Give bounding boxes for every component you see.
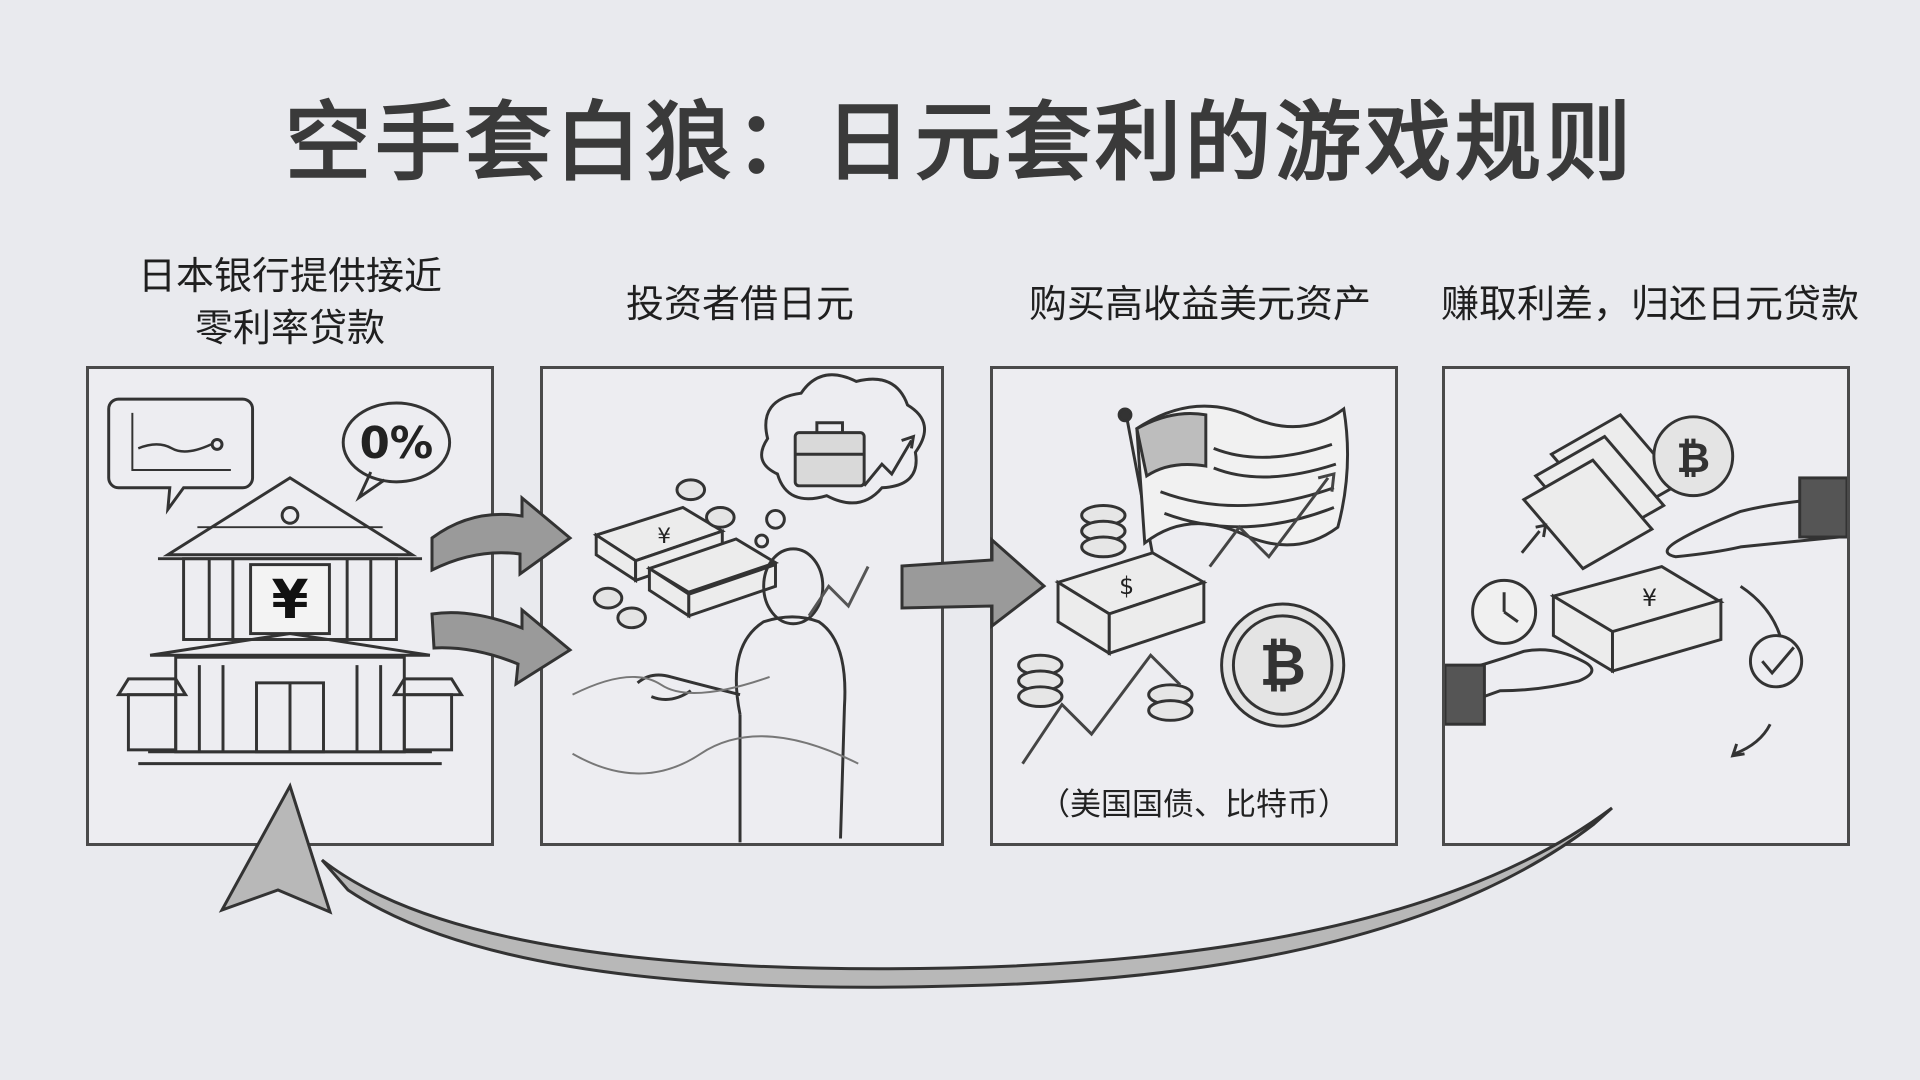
step-3-label: 购买高收益美元资产 bbox=[990, 278, 1410, 330]
bank-illustration: 0% ¥ bbox=[107, 397, 465, 766]
investor-illustration: ¥ bbox=[572, 373, 926, 843]
trend-arrow-icon bbox=[863, 439, 913, 487]
usd-assets-illustration: $ ₿ bbox=[1017, 404, 1350, 765]
svg-text:¥: ¥ bbox=[1642, 584, 1657, 612]
yen-sign: ¥ bbox=[271, 569, 308, 631]
bank-icon bbox=[115, 476, 465, 766]
money-stack-icon: ¥ bbox=[592, 505, 779, 619]
step-1-panel: 0% ¥ bbox=[86, 366, 494, 846]
repay-illustration: ¥ ₿ bbox=[1445, 412, 1847, 758]
zero-percent-badge: 0% bbox=[360, 419, 434, 469]
step-1-label-line-1: 日本银行提供接近 bbox=[137, 254, 442, 298]
step-3-panel: $ ₿ （美国国债、比特币） bbox=[990, 366, 1398, 846]
page-title: 空手套白狼：日元套利的游戏规则 bbox=[285, 93, 1635, 193]
coin-stack-icon bbox=[1017, 504, 1194, 722]
step-4-panel: ¥ ₿ bbox=[1442, 366, 1850, 846]
money-stack-icon: ¥ bbox=[1521, 412, 1725, 674]
handshake-money-icon bbox=[1445, 476, 1847, 726]
coin-icons bbox=[592, 478, 736, 630]
svg-text:₿: ₿ bbox=[1676, 434, 1710, 482]
us-flag-icon bbox=[1117, 404, 1350, 597]
step-3-caption: （美国国债、比特币） bbox=[1039, 787, 1349, 823]
speech-bubble-chart-icon bbox=[107, 397, 255, 515]
step-2-label-line-1: 投资者借日元 bbox=[625, 282, 854, 326]
step-4-label: 赚取利差，归还日元贷款 bbox=[1410, 278, 1890, 330]
bitcoin-coin-icon: ₿ bbox=[1220, 602, 1346, 728]
step-1-label-line-2: 零利率贷款 bbox=[194, 306, 385, 350]
svg-text:$: $ bbox=[1119, 572, 1134, 600]
step-4-label-line-1: 赚取利差，归还日元贷款 bbox=[1440, 282, 1859, 326]
clock-icon bbox=[1471, 578, 1538, 645]
step-3-label-line-1: 购买高收益美元资产 bbox=[1028, 282, 1371, 326]
check-icon bbox=[1748, 634, 1804, 689]
svg-text:₿: ₿ bbox=[1259, 633, 1306, 699]
money-stack-icon: $ bbox=[1054, 551, 1208, 656]
briefcase-icon bbox=[793, 421, 866, 488]
svg-text:¥: ¥ bbox=[657, 524, 671, 549]
scribble-lines bbox=[572, 675, 770, 696]
step-2-panel: ¥ bbox=[540, 366, 944, 846]
step-2-label: 投资者借日元 bbox=[560, 278, 920, 330]
trend-line-icon bbox=[1021, 653, 1182, 765]
bitcoin-coin-icon: ₿ bbox=[1652, 415, 1735, 498]
step-1-label: 日本银行提供接近 零利率贷款 bbox=[110, 250, 470, 354]
zero-percent-bubble bbox=[341, 401, 452, 502]
